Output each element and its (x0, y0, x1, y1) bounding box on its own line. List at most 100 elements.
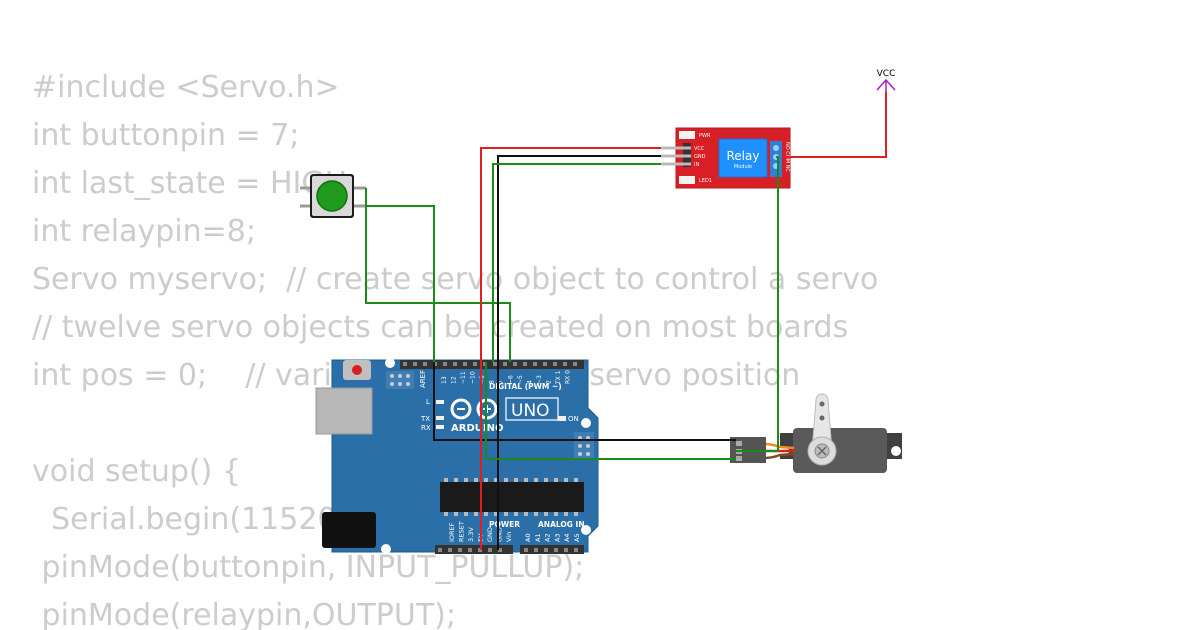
pin-hole[interactable] (543, 362, 547, 366)
pin-hole[interactable] (403, 362, 407, 366)
code-line: void setup() { (32, 454, 241, 489)
analog-pin-label: A5 (573, 533, 581, 542)
power-pin-label: IOREF (448, 522, 456, 542)
wire-button-pin7[interactable] (365, 188, 511, 362)
analog-header (520, 545, 584, 554)
icsp2-header (574, 432, 594, 460)
wire-relay-in[interactable] (492, 163, 661, 362)
servo-body (793, 428, 887, 473)
mounting-hole (385, 358, 395, 368)
screw-terminal (770, 141, 782, 177)
pin-hole[interactable] (443, 362, 447, 366)
digital-pin-label: TX 1 (555, 370, 562, 385)
digital-pin-label: ~9 (479, 375, 486, 384)
wire-gnd-servo[interactable] (433, 362, 736, 441)
pin-hole[interactable] (573, 362, 577, 366)
pin-hole[interactable] (438, 548, 442, 552)
digital-pin-label: RX 0 (565, 370, 572, 384)
pin-hole[interactable] (423, 362, 427, 366)
rx-led (436, 425, 444, 429)
pin-hole[interactable] (533, 362, 537, 366)
vcc-label: VCC (877, 69, 896, 79)
pin-hole[interactable] (563, 362, 567, 366)
digital-pin-label: ~11 (460, 371, 467, 384)
pin-hole[interactable] (458, 548, 462, 552)
mounting-hole (581, 525, 591, 535)
servo-motor[interactable] (730, 393, 902, 473)
wire-relay-vcc-supply[interactable] (782, 92, 887, 158)
analog-pin-label: A0 (524, 533, 532, 542)
pin-hole[interactable] (488, 548, 492, 552)
led1-label: LED1 (699, 178, 712, 184)
icsp-header (386, 371, 414, 389)
pin-hole[interactable] (473, 362, 477, 366)
relay-module[interactable]: PWR LED1 VCC GND IN Relay Module NO COM … (661, 127, 791, 189)
pin-hole[interactable] (493, 362, 497, 366)
atmega-chip (440, 478, 584, 516)
pin-hole[interactable] (524, 548, 528, 552)
pin-hole[interactable] (574, 548, 578, 552)
pin-hole[interactable] (554, 548, 558, 552)
pin-hole[interactable] (498, 548, 502, 552)
power-pin-label: 3.3V (467, 527, 475, 542)
analog-pin-label: A4 (563, 533, 571, 542)
analog-pin-label: A2 (544, 533, 552, 542)
pin-hole[interactable] (523, 362, 527, 366)
led1 (679, 176, 695, 184)
wire-relay-vcc[interactable] (480, 147, 661, 550)
relay-pin-in: IN (694, 162, 699, 168)
pin-hole[interactable] (534, 548, 538, 552)
pin-hole[interactable] (503, 362, 507, 366)
digital-pin-label: 13 (441, 376, 448, 384)
vcc-symbol: VCC (876, 69, 896, 92)
pin-hole[interactable] (544, 548, 548, 552)
wire-servo-signal[interactable] (485, 362, 736, 460)
pin-hole[interactable] (413, 362, 417, 366)
mounting-hole (581, 418, 591, 428)
on-label: ON (568, 415, 579, 423)
push-button[interactable] (300, 174, 366, 218)
code-line: pinMode(relaypin,OUTPUT); (32, 598, 456, 630)
code-line: #include <Servo.h> (32, 70, 340, 105)
power-pin-label: Vin (505, 532, 513, 542)
relay-subtitle: Module (734, 164, 752, 170)
arduino-brand: ARDUINO (451, 423, 503, 434)
digital-pin-label: ~6 (508, 375, 515, 384)
tx-led (436, 416, 444, 420)
digital-pin-label: 12 (451, 376, 458, 384)
relay-cube (718, 138, 768, 178)
code-line: pinMode(buttonpin, INPUT_PULLUP); (32, 550, 585, 585)
power-pin-label: GND (486, 527, 494, 542)
wire-relay-gnd[interactable] (497, 155, 661, 550)
aref-label: AREF (419, 370, 427, 388)
button-cap[interactable] (316, 180, 348, 212)
pin-hole[interactable] (553, 362, 557, 366)
tx-label: TX (420, 415, 430, 423)
digital-label: DIGITAL (PWM ~) (489, 382, 562, 391)
pin-hole[interactable] (513, 362, 517, 366)
digital-header (400, 360, 584, 369)
pin-hole[interactable] (448, 548, 452, 552)
wire-relay-com-servo[interactable] (736, 156, 779, 452)
uno-badge (505, 397, 559, 421)
pin-hole[interactable] (463, 362, 467, 366)
pin-hole[interactable] (564, 548, 568, 552)
digital-pin-label: 7 (498, 380, 505, 384)
servo-horn (811, 393, 833, 452)
code-line: int relaypin=8; (32, 214, 256, 249)
pwr-led-label: PWR (699, 133, 711, 139)
pin-hole[interactable] (468, 548, 472, 552)
power-pin-label: GND (496, 527, 504, 542)
pin-hole[interactable] (453, 362, 457, 366)
digital-pin-label: 4 (527, 380, 534, 384)
rx-label: RX (421, 424, 431, 432)
wires (365, 92, 887, 550)
usb-connector (315, 387, 373, 435)
digital-pin-label: ~3 (536, 375, 543, 384)
reset-button-cap (352, 365, 362, 375)
